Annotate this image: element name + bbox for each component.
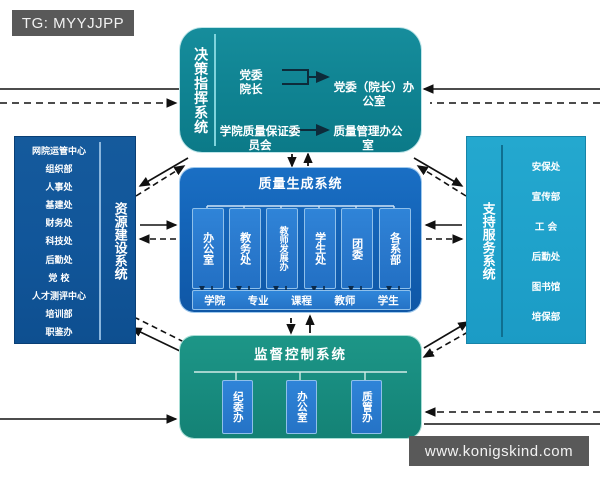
resource-item-list: 网院运管中心 组织部 人事处 基建处 财务处 科技处 后勤处 党 校 人才测评中… bbox=[19, 142, 101, 340]
support-item: 安保处 bbox=[531, 162, 561, 173]
resource-item: 财务处 bbox=[45, 219, 73, 230]
quality-target-1: 专业 bbox=[247, 294, 269, 307]
resource-item: 科技处 bbox=[45, 237, 73, 248]
party-president-office: 党委（院长）办公室 bbox=[333, 80, 415, 109]
support-system-label: 支持服务系统 bbox=[473, 145, 503, 337]
supervision-tree-connectors bbox=[194, 371, 407, 382]
supervision-unit-0[interactable]: 纪委办 bbox=[222, 380, 253, 434]
resource-item: 职鉴办 bbox=[45, 327, 73, 338]
resource-system-label: 资源建设系统 bbox=[111, 202, 127, 280]
resource-item: 网院运管中心 bbox=[31, 147, 86, 157]
decision-inner-connectors bbox=[282, 69, 330, 136]
support-item: 工 会 bbox=[534, 222, 558, 233]
watermark-top-left: TG: MYYJJPP bbox=[12, 10, 134, 36]
quality-management-office: 质量管理办公室 bbox=[333, 124, 403, 153]
quality-unit-5[interactable]: 各系部 bbox=[379, 208, 411, 289]
party-head-line2: 院长 bbox=[239, 82, 263, 97]
supervision-control-system[interactable]: 监督控制系统 纪委办 办公室 质管办 bbox=[180, 336, 421, 438]
supervision-system-title: 监督控制系统 bbox=[254, 347, 347, 363]
resource-item: 基建处 bbox=[45, 201, 73, 212]
quality-target-4: 学生 bbox=[377, 294, 399, 307]
quality-unit-0[interactable]: 办公室 bbox=[192, 208, 224, 289]
support-item-list: 安保处 宣传部 工 会 后勤处 图书馆 培保部 bbox=[509, 151, 583, 331]
quality-unit-1[interactable]: 教务处 bbox=[229, 208, 261, 289]
decision-system-label: 决策指挥系统 bbox=[186, 34, 216, 146]
quality-target-2: 课程 bbox=[290, 294, 312, 307]
quality-target-3: 教师 bbox=[334, 294, 356, 307]
resource-item: 人事处 bbox=[45, 183, 73, 194]
quality-system-title: 质量生成系统 bbox=[258, 177, 343, 192]
support-item: 后勤处 bbox=[531, 252, 561, 263]
support-item: 图书馆 bbox=[531, 282, 561, 293]
resource-item: 后勤处 bbox=[45, 255, 73, 266]
party-committee-head: 党委 院长 bbox=[222, 68, 280, 97]
party-head-line1: 党委 bbox=[239, 68, 263, 82]
quality-target-bar[interactable]: 学院 专业 课程 教师 学生 bbox=[192, 290, 411, 310]
resource-item: 人才测评中心 bbox=[31, 291, 86, 302]
arrow-supervision-resource-dashed bbox=[135, 317, 185, 343]
quality-unit-3[interactable]: 学生处 bbox=[304, 208, 336, 289]
resource-item: 组织部 bbox=[45, 165, 73, 176]
quality-unit-2[interactable]: 教师发展办 bbox=[266, 208, 298, 289]
watermark-bottom-right: www.konigskind.com bbox=[409, 436, 589, 466]
quality-generation-system[interactable]: 质量生成系统 办公室 教务处 教师发展办 学生处 团委 各系部 bbox=[180, 168, 421, 312]
arrow-supervision-to-support bbox=[423, 321, 470, 349]
support-service-system[interactable]: 支持服务系统 安保处 宣传部 工 会 后勤处 图书馆 培保部 bbox=[466, 136, 586, 344]
supervision-unit-2[interactable]: 质管办 bbox=[351, 380, 382, 434]
arrow-support-to-decision bbox=[416, 165, 467, 197]
arrow-decision-to-resource bbox=[138, 157, 189, 187]
resource-construction-system[interactable]: 网院运管中心 组织部 人事处 基建处 财务处 科技处 后勤处 党 校 人才测评中… bbox=[14, 136, 136, 344]
support-item: 宣传部 bbox=[531, 192, 561, 203]
arrow-supervision-to-resource bbox=[130, 327, 183, 353]
resource-item: 党 校 bbox=[48, 273, 70, 284]
arrow-resource-to-decision bbox=[135, 165, 186, 197]
party-bracket bbox=[282, 69, 309, 85]
arrow-decision-to-support bbox=[413, 157, 464, 187]
decision-system-label-text: 决策指挥系统 bbox=[192, 46, 209, 134]
supervision-unit-1[interactable]: 办公室 bbox=[286, 380, 317, 434]
quality-unit-4[interactable]: 团委 bbox=[341, 208, 373, 289]
support-item: 培保部 bbox=[531, 312, 561, 323]
decision-command-system[interactable]: 决策指挥系统 党委 院长 党委（院长）办公室 学院质量保证委员会 质量管 bbox=[180, 28, 421, 152]
arrow-support-to-supervision bbox=[422, 331, 469, 358]
resource-item: 培训部 bbox=[45, 309, 73, 320]
quality-target-0: 学院 bbox=[204, 294, 226, 307]
quality-assurance-committee: 学院质量保证委员会 bbox=[219, 124, 301, 153]
